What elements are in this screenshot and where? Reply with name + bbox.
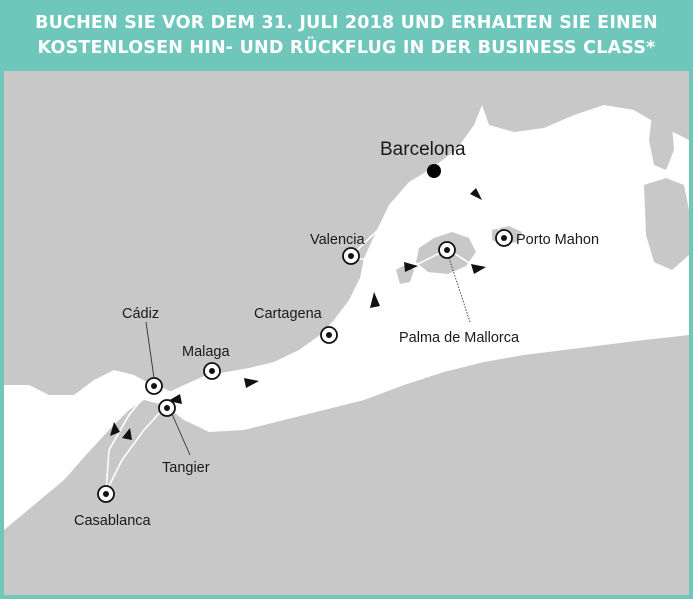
- marker-porto-mahon: [495, 229, 513, 247]
- route-cadiz-malaga: [153, 344, 325, 399]
- arrow-to-mallorca: [404, 262, 418, 272]
- marker-cartagena: [320, 326, 338, 344]
- arrow-to-barcelona: [470, 188, 482, 200]
- label-valencia: Valencia: [310, 232, 365, 248]
- label-malaga: Malaga: [182, 344, 230, 360]
- route-tangier-casablanca: [105, 407, 165, 493]
- route-cartagena-malaga: [211, 334, 330, 383]
- route-casablanca-cadiz: [105, 384, 155, 493]
- marker-palma: [438, 241, 456, 259]
- arrow-north-coast: [122, 428, 132, 440]
- arrow-south-coast: [110, 422, 120, 436]
- route-barcelona-cartagena: [328, 171, 435, 336]
- land-france: [474, 70, 689, 140]
- label-casablanca: Casablanca: [74, 513, 152, 529]
- label-palma: Palma de Mallorca: [399, 330, 520, 346]
- arrow-east-malaga: [244, 378, 259, 388]
- land-iberia: [4, 70, 484, 395]
- banner-line-2: KOSTENLOSEN HIN- UND RÜCKFLUG IN DER BUS…: [37, 37, 656, 58]
- marker-tangier: [158, 399, 176, 417]
- marker-valencia: [342, 247, 360, 265]
- land-sardinia: [644, 178, 689, 270]
- label-cadiz: Cádiz: [122, 306, 159, 322]
- leader-tangier: [171, 413, 191, 456]
- route-valencia-barcelona: [350, 171, 435, 257]
- route-palma-valencia: [350, 249, 447, 267]
- arrow-to-menorca: [471, 264, 486, 274]
- land-corsica: [649, 110, 674, 170]
- marker-malaga: [203, 362, 221, 380]
- route-barcelona-porto-mahon: [433, 171, 503, 236]
- label-leaders: [145, 257, 471, 456]
- leader-cadiz: [145, 321, 155, 379]
- marker-cadiz: [145, 377, 163, 395]
- port-labels: Barcelona Valencia Porto Mahon Palma de …: [74, 139, 599, 529]
- banner-line-1: BUCHEN SIE VOR DEM 31. JULI 2018 UND ERH…: [35, 12, 658, 33]
- route-map: Barcelona Valencia Porto Mahon Palma de …: [4, 70, 689, 595]
- label-porto-mahon: Porto Mahon: [516, 232, 599, 248]
- promo-banner: BUCHEN SIE VOR DEM 31. JULI 2018 UND ERH…: [4, 0, 689, 71]
- cruise-routes: [105, 171, 503, 493]
- land-masses: [4, 70, 689, 595]
- land-africa: [4, 335, 689, 595]
- label-tangier: Tangier: [162, 460, 210, 476]
- leader-palma: [448, 257, 471, 323]
- route-porto-mahon-palma: [448, 237, 503, 267]
- marker-casablanca: [97, 485, 115, 503]
- port-markers: [97, 164, 513, 503]
- label-barcelona: Barcelona: [380, 139, 466, 160]
- label-cartagena: Cartagena: [254, 306, 323, 322]
- arrow-down-coast: [370, 292, 380, 308]
- marker-barcelona: [427, 164, 441, 178]
